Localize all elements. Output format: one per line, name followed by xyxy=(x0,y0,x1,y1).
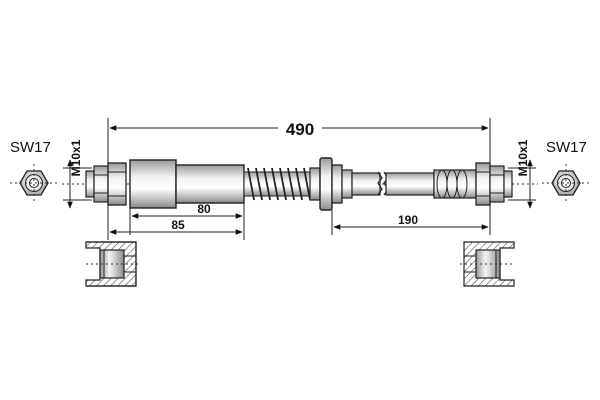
left-thread-dimension xyxy=(63,159,92,209)
left-thread-label: M10x1 xyxy=(69,139,83,176)
overall-length-dimension xyxy=(107,118,491,165)
right-fitting-tip xyxy=(503,170,513,198)
sleeve-offset-label: 85 xyxy=(171,218,185,232)
left-hex-body xyxy=(93,165,109,203)
left-fitting-tip xyxy=(85,170,95,198)
spring-guard xyxy=(247,167,311,201)
right-section-dimension xyxy=(331,205,491,235)
right-wrench-size-label: SW17 xyxy=(546,139,587,156)
sleeve-length-label: 80 xyxy=(197,202,211,216)
crimp-sleeve xyxy=(129,159,177,209)
right-collar xyxy=(475,162,491,206)
left-port-section-detail xyxy=(85,241,140,287)
right-port-section-detail xyxy=(460,241,515,287)
right-ferrule xyxy=(433,169,477,199)
left-wrench-size-label: SW17 xyxy=(10,139,51,156)
hose-segment-left xyxy=(351,172,381,196)
right-thread-label: M10x1 xyxy=(516,139,530,176)
overall-length-label: 490 xyxy=(286,120,314,139)
left-collar xyxy=(107,162,127,206)
right-hex-body xyxy=(489,165,505,203)
right-hex-nut-icon xyxy=(542,164,590,202)
sleeve-offset-dimension xyxy=(107,205,243,240)
brake-hose-assembly xyxy=(85,157,513,211)
left-hex-nut-icon xyxy=(10,164,58,202)
hose-segment-right xyxy=(385,172,435,196)
crimp-sleeve-extension xyxy=(175,164,245,204)
mounting-grommet xyxy=(319,157,333,211)
right-thread-dimension xyxy=(508,159,536,209)
right-section-label: 190 xyxy=(398,213,418,227)
